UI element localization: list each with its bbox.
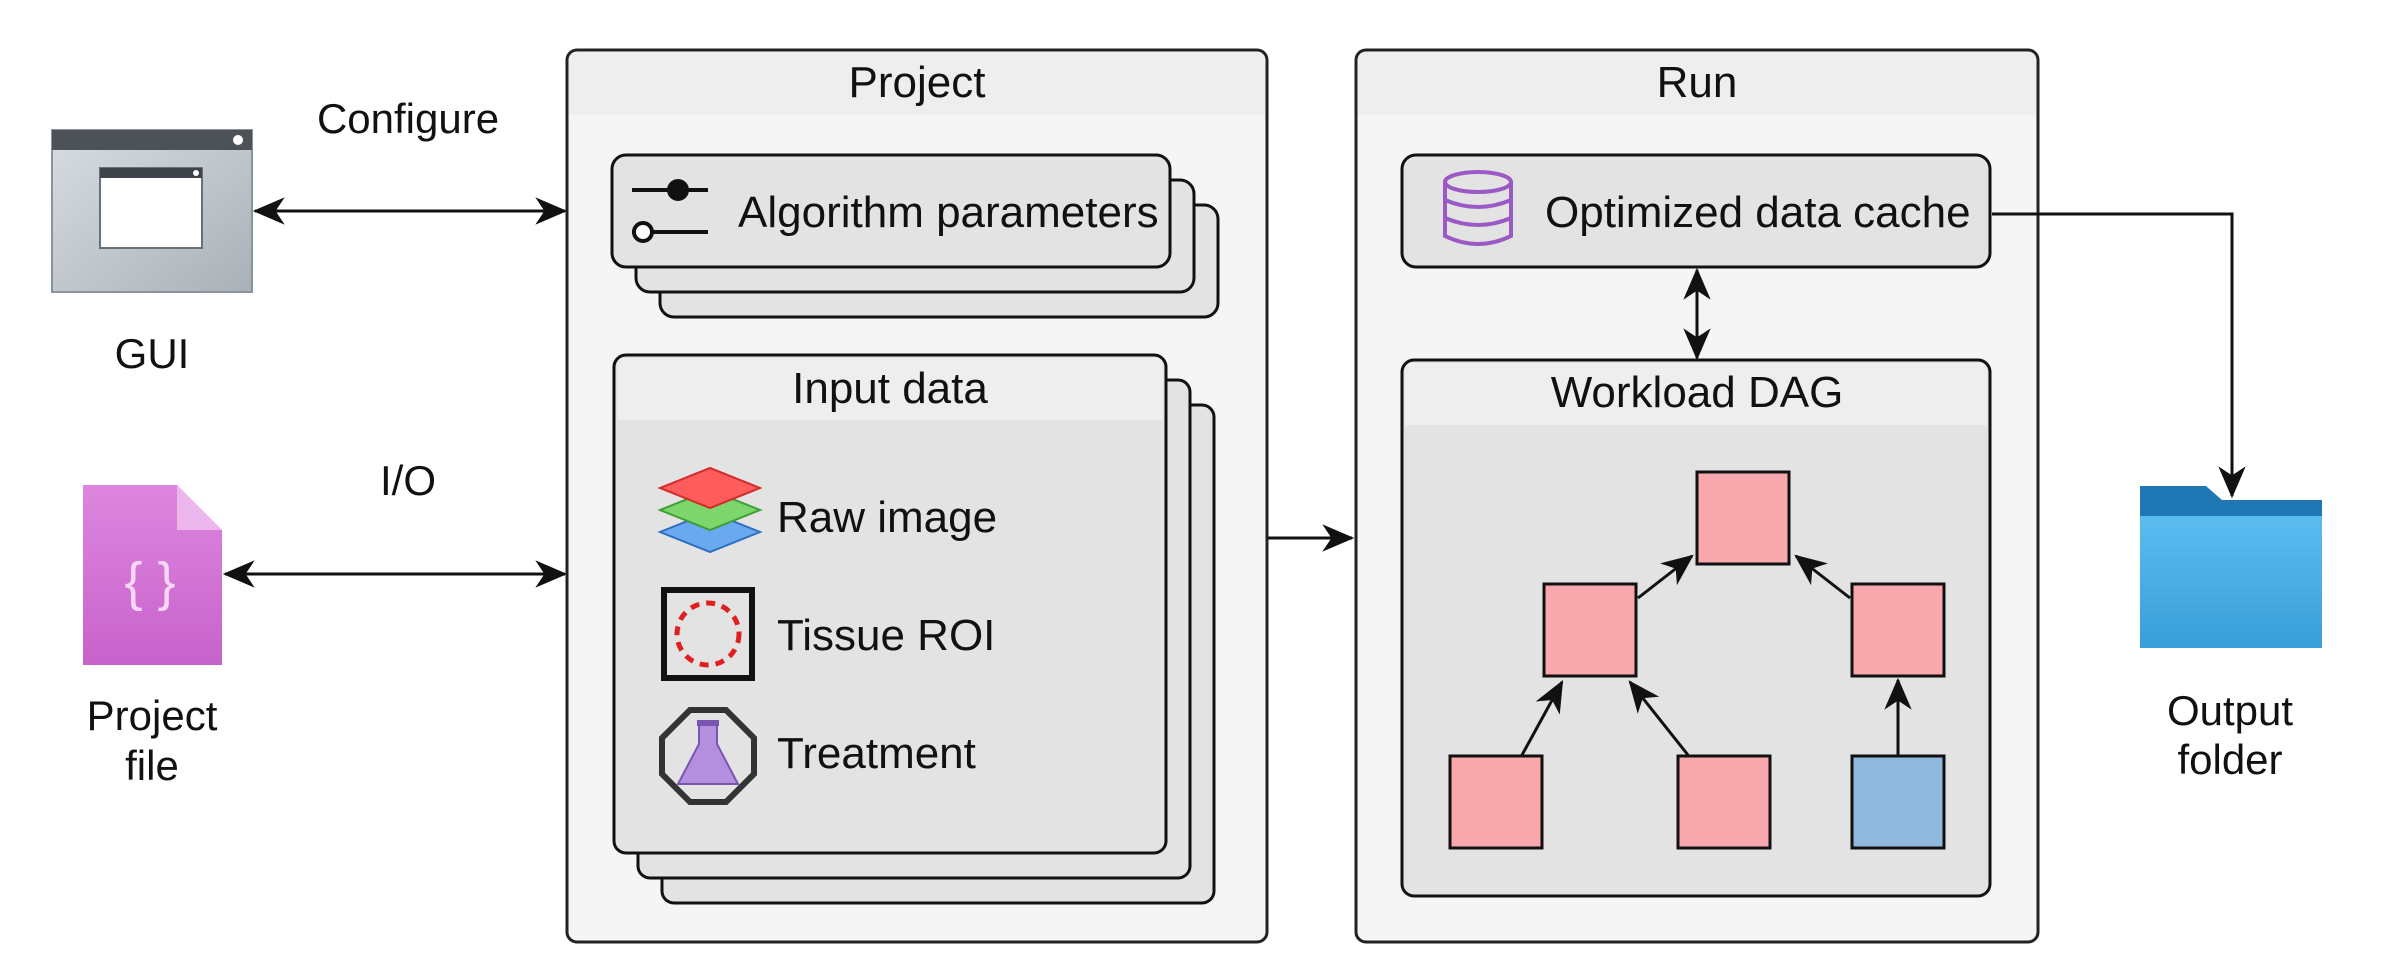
output-label-line2: folder (2177, 736, 2282, 783)
algorithm-parameters-label: Algorithm parameters (738, 188, 1159, 237)
dag-node-leaf-2 (1676, 754, 1772, 850)
database-icon (1443, 170, 1513, 246)
folder-icon (2140, 486, 2322, 648)
treatment-label: Treatment (777, 729, 976, 778)
configure-label: Configure (317, 95, 499, 142)
input-data-title: Input data (792, 364, 988, 413)
gui-window-icon (51, 129, 253, 293)
gui-label: GUI (115, 330, 190, 377)
dag-edge (1637, 554, 1694, 600)
dag-edge (1520, 679, 1564, 756)
raw-image-label: Raw image (777, 493, 997, 542)
dag-node-leaf-1 (1448, 754, 1544, 850)
dag-node-left (1542, 582, 1638, 678)
dag-edge (1628, 680, 1690, 756)
output-label-line1: Output (2167, 687, 2293, 734)
layers-icon (657, 466, 763, 554)
sliders-icon (632, 179, 708, 243)
workload-dag-title: Workload DAG (1551, 368, 1844, 417)
roi-icon (661, 587, 755, 681)
flask-icon (659, 707, 757, 805)
dag-node-root (1695, 470, 1791, 566)
dag-node-right (1850, 582, 1946, 678)
run-to-output-connector (1992, 212, 2246, 499)
project-title: Project (849, 58, 986, 107)
dag-edge (1794, 554, 1851, 600)
dag-node-leaf-3 (1850, 754, 1946, 850)
project-file-label-line2: file (125, 742, 179, 789)
project-file-label-line1: Project (87, 692, 218, 739)
project-file-glyph: { } (124, 552, 175, 612)
io-label: I/O (380, 457, 436, 504)
data-cache-label: Optimized data cache (1545, 188, 1971, 237)
run-title: Run (1657, 58, 1738, 107)
data-cache-box: Optimized data cache (1400, 153, 1992, 269)
tissue-roi-label: Tissue ROI (777, 611, 995, 660)
input-data-card: Input data Raw image Tissue ROI Treatmen… (612, 353, 1216, 905)
project-file-icon: { } (83, 485, 222, 665)
workload-dag-box: Workload DAG (1400, 358, 1992, 898)
algorithm-parameters-card: Algorithm parameters (610, 153, 1220, 319)
